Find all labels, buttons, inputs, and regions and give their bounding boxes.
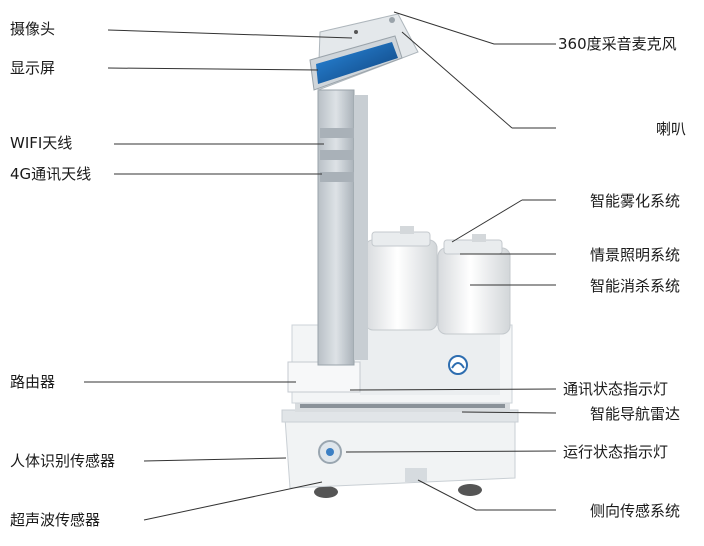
wheels [314, 484, 482, 498]
label-disinfect-system: 智能消杀系统 [590, 277, 681, 295]
label-camera: 摄像头 [10, 20, 56, 38]
label-microphone: 360度采音麦克风 [558, 35, 677, 53]
label-speaker: 喇叭 [656, 120, 687, 138]
label-lighting-system: 情景照明系统 [590, 246, 681, 264]
label-4g-antenna: 4G通讯天线 [10, 165, 92, 183]
antenna-pillar [317, 89, 368, 366]
label-comm-indicator: 通讯状态指示灯 [563, 380, 669, 398]
leader-lines [84, 11, 557, 521]
label-router: 路由器 [10, 373, 56, 391]
disinfection-tanks [364, 226, 511, 335]
label-body-sensor: 人体识别传感器 [10, 452, 116, 470]
label-nav-radar: 智能导航雷达 [590, 405, 681, 423]
robot-base [281, 409, 519, 489]
label-spray-system: 智能雾化系统 [590, 192, 681, 210]
label-wifi-antenna: WIFI天线 [10, 134, 73, 152]
label-run-indicator: 运行状态指示灯 [563, 443, 669, 461]
screen-head [309, 13, 419, 91]
label-ultrasonic-sensor: 超声波传感器 [10, 511, 101, 529]
label-side-sensor: 侧向传感系统 [590, 502, 681, 520]
label-display: 显示屏 [10, 59, 56, 77]
